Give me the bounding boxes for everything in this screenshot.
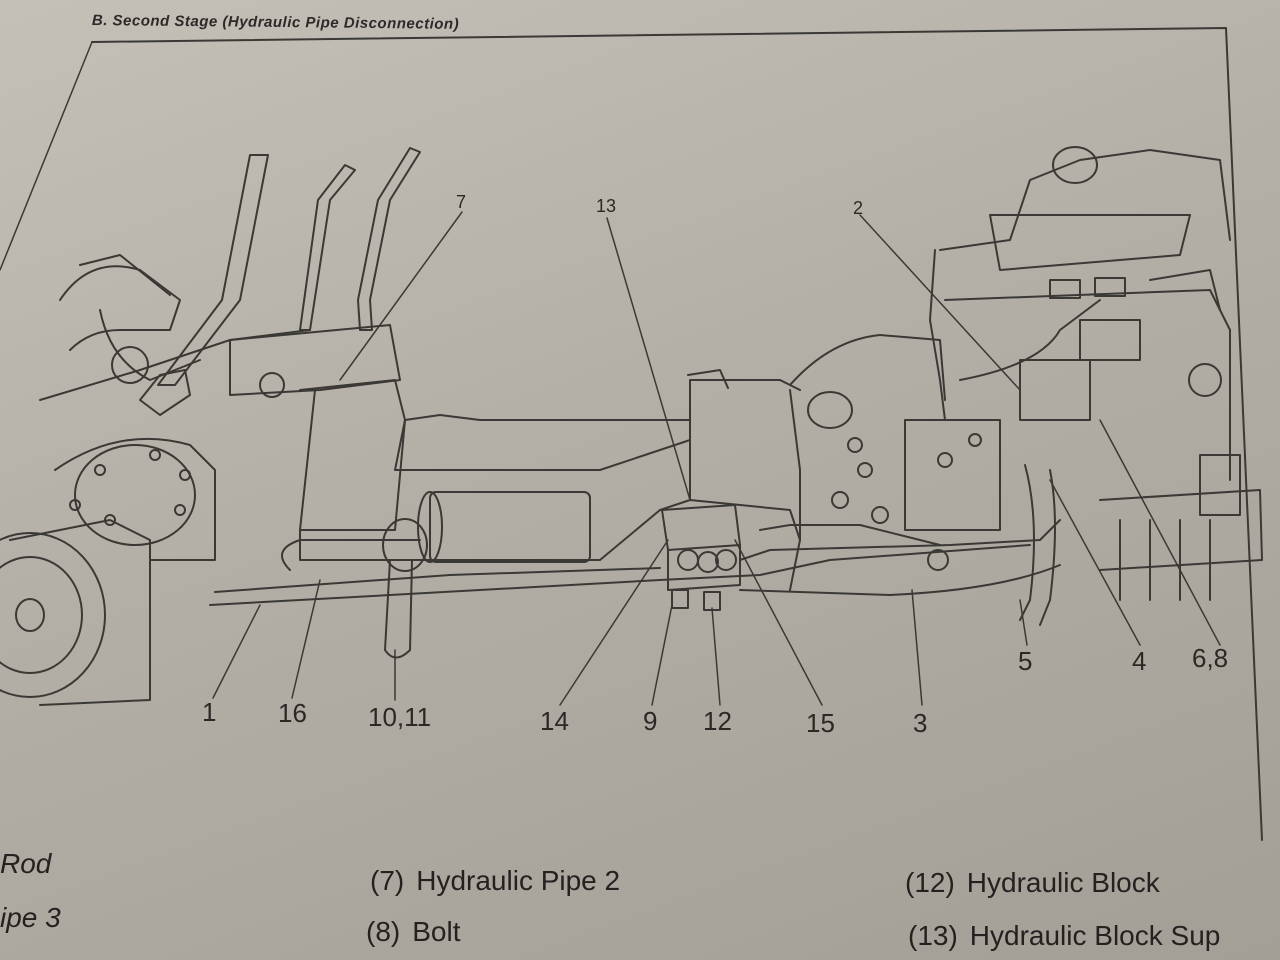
legend-item-12: (12) Hydraulic Block (905, 867, 1160, 899)
callout-15: 15 (806, 708, 835, 738)
legend-label: Hydraulic Pipe 2 (416, 865, 621, 896)
callout-9: 9 (643, 706, 658, 736)
legend-label: Bolt (412, 916, 461, 947)
callout-4: 4 (1132, 646, 1147, 676)
legend-item-13: (13) Hydraulic Block Sup (908, 920, 1220, 952)
callout-1: 1 (202, 697, 217, 727)
callout-7: 7 (456, 192, 467, 212)
legend-number: (13) (908, 920, 958, 951)
callout-10-11: 10,11 (368, 702, 432, 732)
legend-left-item-1: Rod (0, 848, 52, 879)
callout-5: 5 (1018, 646, 1033, 676)
legend-item-7: (7) Hydraulic Pipe 2 (370, 865, 620, 897)
legend-number: (8) (366, 916, 401, 947)
callout-16: 16 (278, 698, 307, 728)
callout-6-8: 6,8 (1192, 643, 1229, 673)
callout-2: 2 (853, 198, 864, 218)
callout-13: 13 (596, 196, 617, 216)
legend-number: (12) (905, 867, 955, 898)
legend-label: Hydraulic Block Sup (969, 920, 1221, 951)
legend-item-8: (8) Bolt (366, 916, 460, 948)
legend-label: Hydraulic Block (966, 867, 1160, 898)
callout-12: 12 (703, 706, 732, 736)
callout-3: 3 (913, 708, 928, 738)
legend-number: (7) (370, 865, 405, 896)
callout-14: 14 (540, 706, 569, 736)
legend-left-item-2: ipe 3 (0, 902, 61, 933)
